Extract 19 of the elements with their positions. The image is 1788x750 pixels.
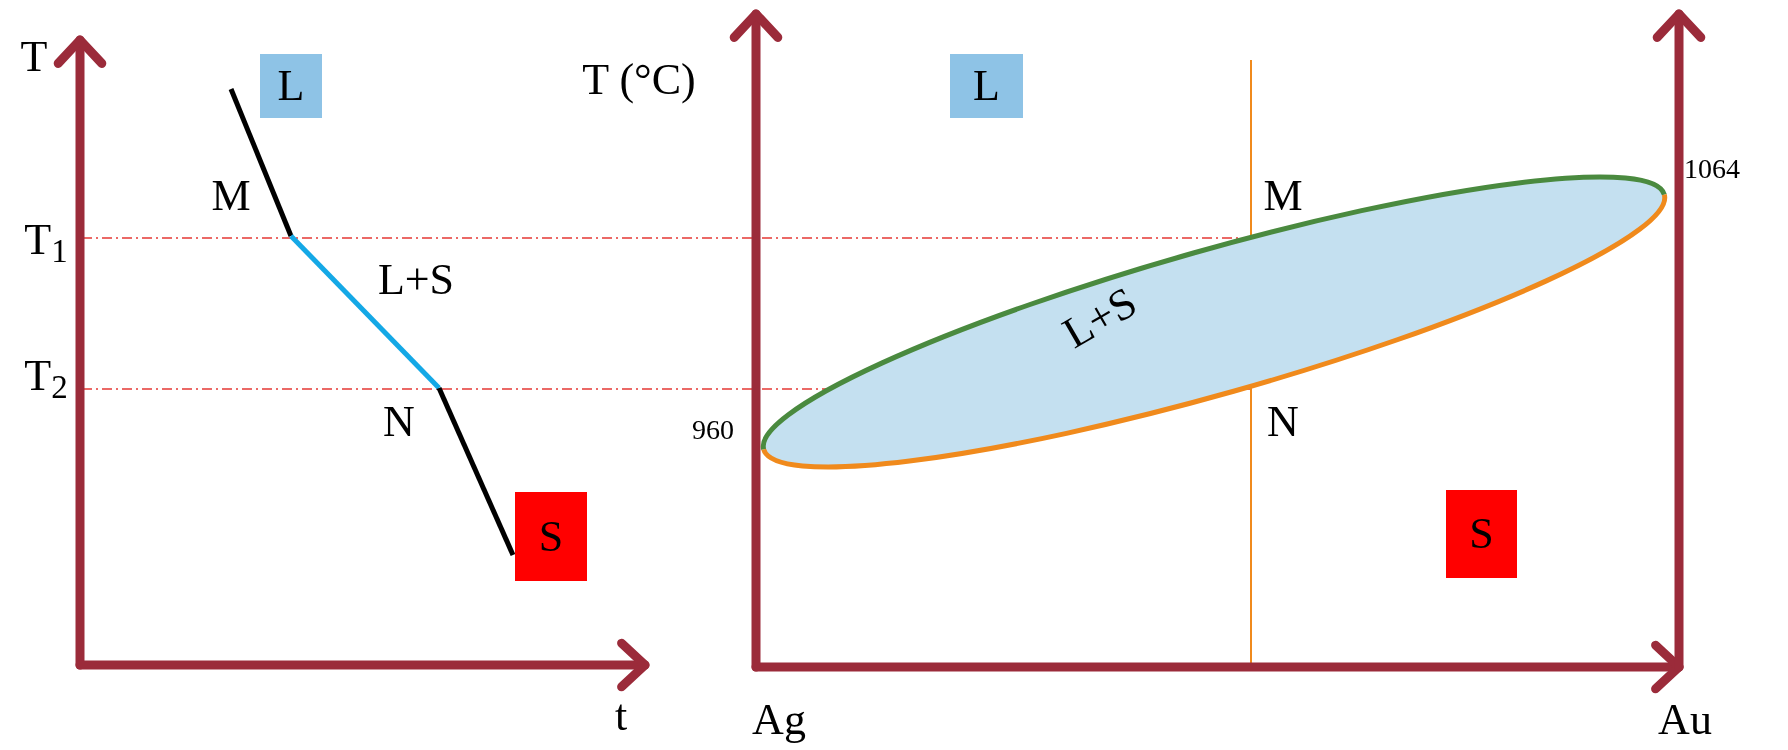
axis-label: t [614,694,628,738]
axis-label: M [1263,174,1303,218]
axis-label: T$_{1}$ [24,218,68,262]
axis-label: Ag [752,698,806,742]
region-label: L+S [1056,279,1144,357]
axis-label: M [211,174,251,218]
axis-label: T$_{2}$ [24,354,68,398]
liquid-phase-box: L [260,54,322,118]
axis-label: N [383,400,415,444]
axis-label: 1064 [1684,155,1740,183]
solid-phase-box: S [1446,490,1517,578]
axis-label: 960 [692,416,734,444]
liquid-phase-box: L [950,54,1023,118]
solid-phase-box: S [515,492,587,581]
axis-label: L+S [377,258,455,302]
axis-label: T (°C) [582,58,696,102]
axis-label: N [1267,400,1299,444]
axis-label: T [20,35,48,79]
axis-label: Au [1658,698,1712,742]
